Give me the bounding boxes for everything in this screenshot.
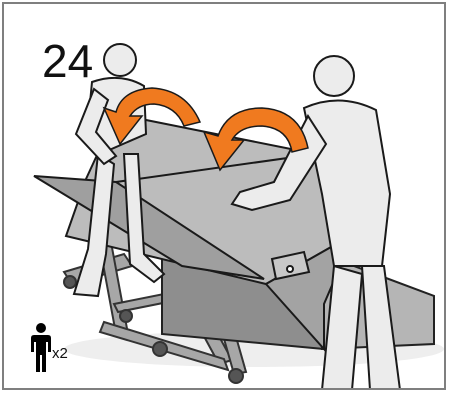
step-number: 24 [42, 38, 93, 84]
people-required-indicator: x2 [30, 322, 110, 378]
people-count: x2 [52, 346, 68, 362]
person-icon [30, 322, 52, 374]
instruction-panel: 24 x2 [2, 2, 446, 390]
